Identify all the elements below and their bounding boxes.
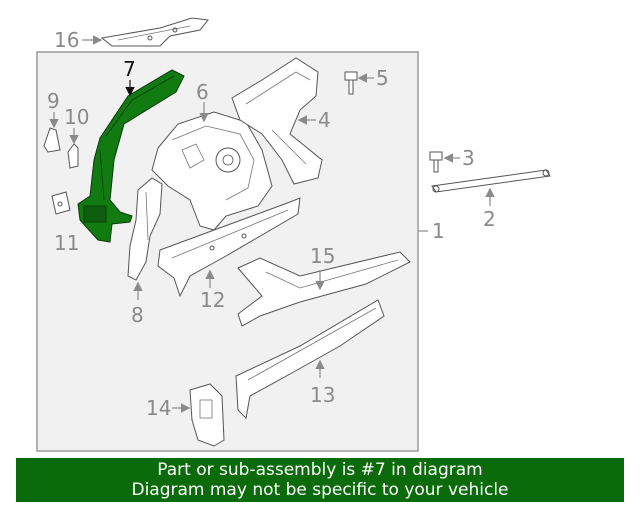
part-8-bracket[interactable] — [127, 177, 163, 281]
part-10-bracket[interactable] — [67, 143, 79, 169]
callout-12: 12 — [200, 288, 225, 312]
part-16-bracket[interactable] — [100, 17, 209, 47]
part-14-plate[interactable] — [189, 383, 225, 447]
part-13-sill[interactable] — [235, 299, 385, 420]
callout-16: 16 — [54, 28, 79, 52]
part-3-bolt[interactable] — [429, 151, 443, 173]
part-11-plate[interactable] — [51, 191, 71, 215]
callout-11: 11 — [54, 231, 79, 255]
part-6-wheelhouse[interactable] — [151, 111, 273, 231]
callout-4: 4 — [318, 108, 331, 132]
callout-10: 10 — [64, 105, 89, 129]
callout-1: 1 — [432, 219, 445, 243]
part-7-highlighted[interactable] — [77, 69, 185, 243]
info-banner: Part or sub-assembly is #7 in diagram Di… — [16, 458, 624, 502]
callout-15: 15 — [310, 244, 335, 268]
banner-line-2: Diagram may not be specific to your vehi… — [131, 480, 509, 500]
callout-14: 14 — [146, 396, 171, 420]
part-4-upper-rail[interactable] — [231, 57, 323, 185]
part-5-bolt[interactable] — [344, 71, 358, 95]
callout-3: 3 — [462, 146, 475, 170]
banner-line-1: Part or sub-assembly is #7 in diagram — [157, 460, 483, 480]
callout-7: 7 — [123, 57, 136, 81]
callout-13: 13 — [310, 383, 335, 407]
parts-diagram: 16 7 9 10 11 6 4 — [36, 17, 551, 452]
callout-5: 5 — [376, 66, 389, 90]
callout-8: 8 — [131, 303, 144, 327]
part-12-lower-rail[interactable] — [157, 197, 301, 298]
part-2-strut-bar[interactable] — [431, 169, 551, 193]
callout-2: 2 — [483, 207, 496, 231]
callout-9: 9 — [47, 89, 60, 113]
callout-6: 6 — [196, 80, 209, 104]
